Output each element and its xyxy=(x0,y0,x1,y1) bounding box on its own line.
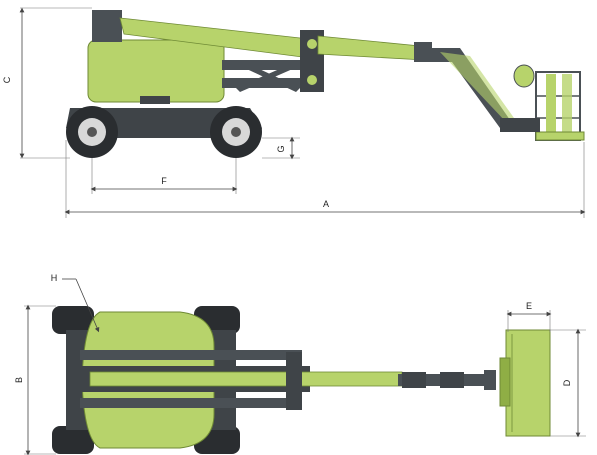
top-boom xyxy=(89,371,403,387)
dimension-A: A xyxy=(64,140,586,218)
dimension-F: F xyxy=(90,158,238,194)
side-platform xyxy=(500,64,585,141)
dim-label-B: B xyxy=(14,377,24,383)
dim-label-F: F xyxy=(161,176,167,186)
side-view xyxy=(66,10,585,158)
dimension-C: C xyxy=(2,7,92,159)
dimension-B: B xyxy=(14,304,56,455)
dim-label-H: H xyxy=(51,273,58,283)
dim-label-G: G xyxy=(276,145,286,152)
dimension-G: G xyxy=(262,136,300,160)
dim-label-A: A xyxy=(323,199,329,209)
side-counterweight-body xyxy=(87,39,225,103)
side-rear-wheel xyxy=(66,106,118,158)
top-tire-rear-right xyxy=(52,426,94,454)
top-tire-rear-left xyxy=(52,306,94,334)
dimension-D: D xyxy=(550,328,586,438)
top-view xyxy=(52,306,551,454)
side-scissor-arms xyxy=(222,60,316,92)
side-upper-boom xyxy=(317,35,425,61)
dimension-E: E xyxy=(506,301,552,332)
dimension-H: H xyxy=(51,273,100,333)
dim-label-E: E xyxy=(526,301,532,311)
dim-label-C: C xyxy=(2,76,12,83)
side-front-wheel xyxy=(210,106,262,158)
top-platform xyxy=(505,329,551,437)
dim-label-D: D xyxy=(562,379,572,386)
side-jib xyxy=(428,48,510,128)
